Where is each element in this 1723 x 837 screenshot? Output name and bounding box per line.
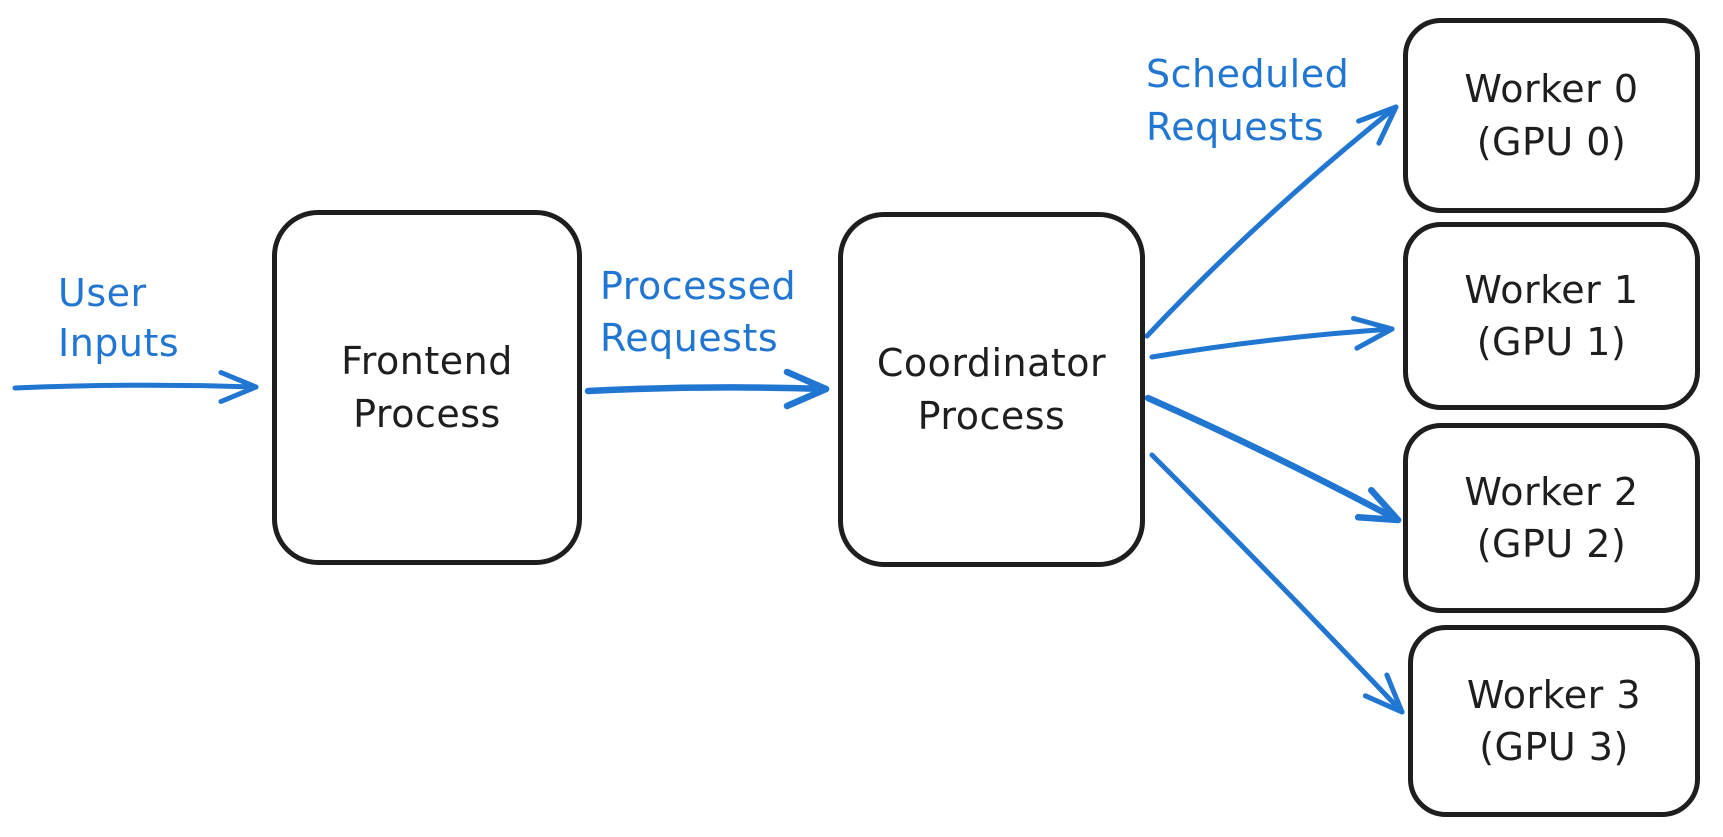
arrow-scheduled-worker3-head — [1362, 672, 1405, 715]
node-worker-3: Worker 3 (GPU 3) — [1408, 625, 1700, 817]
edge-label-scheduled-requests: Scheduled Requests — [1146, 52, 1350, 149]
arrow-user-inputs-line — [12, 382, 259, 391]
arrow-scheduled-worker2-line — [1144, 394, 1402, 524]
node-worker-1: Worker 1 (GPU 1) — [1403, 222, 1700, 410]
edge-label-processed-requests: Processed Requests — [600, 264, 797, 360]
arrow-user-inputs-head — [218, 370, 259, 404]
arrow-scheduled-worker2-head — [1354, 486, 1402, 524]
arrow-scheduled-worker0-head — [1356, 104, 1399, 146]
arrow-processed-requests-head — [783, 368, 830, 410]
arrow-scheduled-worker0-line — [1144, 104, 1399, 339]
node-worker-0: Worker 0 (GPU 0) — [1403, 18, 1700, 213]
node-frontend-process: Frontend Process — [272, 210, 582, 565]
arrow-scheduled-worker1-line — [1149, 326, 1395, 360]
edge-label-user-inputs: User Inputs — [58, 271, 180, 365]
arrow-processed-requests-line — [584, 384, 830, 395]
arrow-scheduled-worker1-head — [1351, 315, 1395, 351]
node-worker-2: Worker 2 (GPU 2) — [1403, 423, 1700, 613]
node-coordinator-process: Coordinator Process — [838, 212, 1145, 567]
arrow-scheduled-worker3-line — [1149, 452, 1405, 715]
